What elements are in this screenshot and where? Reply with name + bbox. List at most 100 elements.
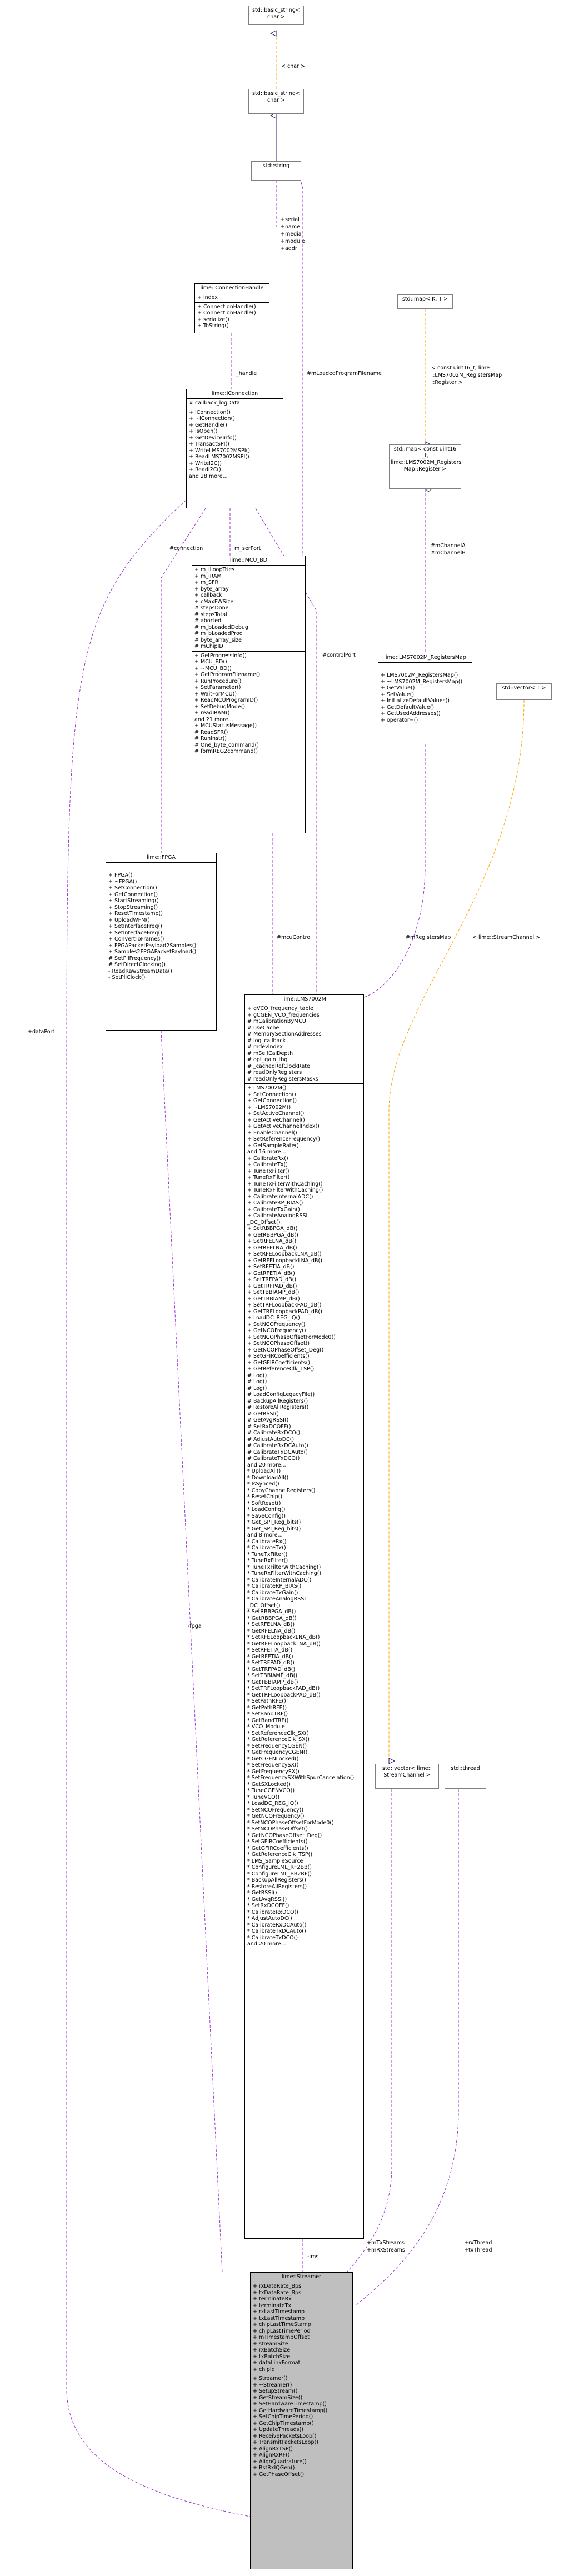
member-method: _DC_Offset(): [247, 1219, 281, 1226]
member-method: * SetTBBIAMP_dB(): [247, 1673, 298, 1679]
member-method: # Log(): [247, 1385, 267, 1392]
member-method: * LMS_SampleSource: [247, 1858, 303, 1864]
member-method: + GetUsedAddresses(): [381, 711, 441, 717]
member-method: * CalibrateRxDCO(): [247, 1909, 298, 1915]
node-std-vector[interactable]: std::vector< T >: [496, 683, 552, 700]
member-method: + CalibrateInternalADC(): [247, 1193, 313, 1200]
member-attribute: # m_bLoadedDebug: [194, 624, 248, 631]
node-std-map-registers[interactable]: std::map< const uint16 _t, lime::LMS7002…: [389, 444, 462, 489]
edge-label-channel-b: #mChannelB: [431, 550, 466, 556]
member-method: + LMS7002M_RegistersMap(): [381, 672, 458, 678]
member-method: and 8 more...: [247, 1532, 283, 1538]
node-attrs: + rxDataRate_Bps+ txDataRate_Bps+ termin…: [251, 2282, 352, 2374]
member-method: * SetRFELoopbackLNA_dB(): [247, 1634, 320, 1640]
node-registers-map[interactable]: lime::LMS7002M_RegistersMap + LMS7002M_R…: [378, 653, 472, 744]
member-method: # formREG2command(): [194, 748, 258, 754]
member-attribute: # useCache: [247, 1024, 279, 1031]
member-method: + GetHardwareTimestamp(): [253, 2407, 328, 2414]
node-std-thread[interactable]: std::thread: [445, 1764, 486, 1789]
member-attribute: + mTimestampOffset: [253, 2334, 310, 2340]
member-method: and 21 more...: [194, 716, 233, 723]
member-method: * SetFrequencySXWithSpurCancelation(): [247, 1775, 355, 1781]
member-method: * SetNCOPhaseOffset(): [247, 1826, 308, 1832]
member-attribute: # aborted: [194, 618, 222, 624]
edge-label-rxstreams: +mRxStreams: [367, 2247, 405, 2253]
node-title: std::map< K, T >: [402, 296, 448, 302]
member-method: + GetSampleRate(): [247, 1142, 299, 1149]
node-vector-streamchannel[interactable]: std::vector< lime:: StreamChannel >: [375, 1764, 439, 1789]
member-method: * AdjustAutoDC(): [247, 1915, 292, 1922]
member-method: + CalibrateTx(): [247, 1162, 288, 1168]
member-method: + operator=(): [381, 717, 418, 723]
member-method: + SetInterfaceFreq(): [108, 923, 162, 929]
member-attribute: + terminateTx: [253, 2302, 292, 2309]
node-fpga[interactable]: lime::FPGA + FPGA()+ ~FPGA()+ SetConnect…: [106, 853, 217, 1031]
member-attribute: # readOnlyRegistersMasks: [247, 1076, 318, 1082]
member-method: * GetRFELoopbackLNA_dB(): [247, 1640, 321, 1647]
member-method: * SetPathRFE(): [247, 1698, 286, 1704]
member-method: * ConfigureLML_RF2BB(): [247, 1864, 312, 1870]
member-method: + TransmitPacketsLoop(): [253, 2439, 318, 2445]
member-method: * GetGFIRCoefficients(): [247, 1845, 308, 1852]
member-method: + SetConnection(): [108, 885, 157, 891]
member-method: + CalibrateAnalogRSSI: [247, 1213, 308, 1219]
node-basic-string[interactable]: std::basic_string< char >: [248, 89, 304, 114]
node-lms7002m[interactable]: lime::LMS7002M + gVCO_frequency_table+ g…: [244, 994, 364, 2239]
member-method: + GetGFIRCoefficients(): [247, 1359, 310, 1366]
node-basic-string-char[interactable]: std::basic_string< char >: [248, 6, 304, 25]
member-attribute: + m_SFR: [194, 579, 219, 586]
member-method: + TuneRxFilterWithCaching(): [247, 1187, 323, 1193]
member-method: + TuneTxFilter(): [247, 1168, 290, 1174]
member-method: + SetActiveChannel(): [247, 1111, 305, 1117]
member-method: * CalibrateAnalogRSSI: [247, 1596, 306, 1602]
node-methods: + Streamer()+ ~Streamer()+ SetupStream()…: [251, 2374, 352, 2479]
member-method: + SetTRFLoopbackPAD_dB(): [247, 1302, 322, 1308]
member-method: * GetCGENLocked(): [247, 1755, 299, 1762]
member-method: + GetProgramFilename(): [194, 672, 261, 678]
member-method: * TuneTxFilter(): [247, 1551, 288, 1558]
member-attribute: # mChipID: [194, 643, 223, 649]
member-attribute: # mCalibrationByMCU: [247, 1018, 306, 1024]
node-title: lime::Streamer: [251, 2273, 352, 2282]
member-method: * SoftReset(): [247, 1500, 281, 1507]
member-method: + readIRAM(): [194, 710, 230, 716]
node-mcu-bd[interactable]: lime::MCU_BD + m_iLoopTries+ m_IRAM+ m_S…: [192, 556, 306, 833]
member-method: + SetValue(): [381, 691, 415, 698]
member-attribute: # MemorySectionAddresses: [247, 1031, 322, 1037]
member-method: * LoadConfig(): [247, 1507, 286, 1513]
member-method: # GetRSSI(): [247, 1410, 279, 1417]
member-attribute: # log_callback: [247, 1037, 286, 1044]
member-attribute: + txDataRate_Bps: [253, 2289, 302, 2296]
member-method: * IsSynced(): [247, 1481, 279, 1487]
member-method: * SetReferenceClk_SX(): [247, 1730, 309, 1737]
member-method: * SetFrequencySX(): [247, 1762, 299, 1768]
member-attribute: + streamSize: [253, 2340, 288, 2347]
node-streamer[interactable]: lime::Streamer + rxDataRate_Bps+ txDataR…: [250, 2272, 353, 2569]
node-iconnection[interactable]: lime::IConnection # callback_logData + I…: [186, 389, 283, 508]
member-method: # LoadConfigLegacyFile(): [247, 1392, 315, 1398]
member-method: + GetRFELNA_dB(): [247, 1244, 297, 1251]
node-std-map[interactable]: std::map< K, T >: [397, 294, 453, 309]
node-std-string[interactable]: std::string: [251, 161, 301, 181]
member-attribute: + gCGEN_VCO_frequencies: [247, 1012, 320, 1018]
node-attrs: [106, 863, 216, 871]
member-method: * CalibrateRxDCAuto(): [247, 1922, 307, 1928]
member-method: * SetFrequencyCGEN(): [247, 1743, 307, 1749]
member-method: + GetProgressInfo(): [194, 652, 247, 659]
member-method: * BackupAllRegisters(): [247, 1877, 306, 1883]
node-connection-handle[interactable]: lime::ConnectionHandle + index + Connect…: [194, 283, 269, 333]
member-method: + LMS7002M(): [247, 1085, 287, 1091]
node-methods: + GetProgressInfo()+ MCU_BD()+ ~MCU_BD()…: [192, 652, 305, 756]
node-methods: + IConnection()+ ~IConnection()+ GetHand…: [187, 408, 283, 481]
member-method: + GetValue(): [381, 685, 415, 691]
node-title: std::vector< T >: [502, 685, 546, 691]
member-method: + ~IConnection(): [189, 416, 235, 422]
member-method: and 20 more...: [247, 1941, 286, 1947]
member-method: + SetNCOPhaseOffsetForMode0(): [247, 1334, 336, 1340]
member-method: * UploadAll(): [247, 1468, 281, 1474]
member-method: + GetNCOFrequency(): [247, 1328, 306, 1334]
member-method: * GetSXLocked(): [247, 1781, 291, 1788]
member-method: + ConnectionHandle(): [197, 310, 256, 316]
member-method: * VCO_Module: [247, 1724, 285, 1730]
member-method: + RstRxIQGen(): [253, 2465, 295, 2471]
